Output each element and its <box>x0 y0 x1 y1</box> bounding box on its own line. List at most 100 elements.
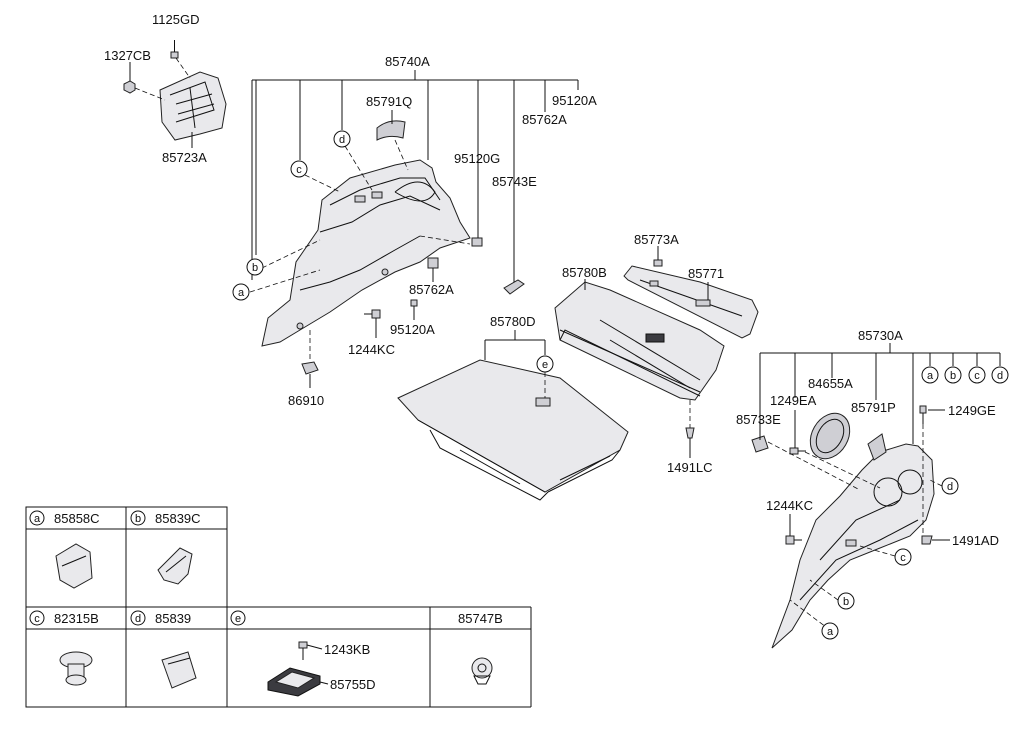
screw-1249GE <box>919 405 945 424</box>
callout-c-left-letter: c <box>296 164 302 176</box>
clip-85773A <box>653 246 663 267</box>
label-85730A: 85730A <box>858 328 903 343</box>
label-1327CB: 1327CB <box>104 48 151 63</box>
callout-c-right-top-letter: c <box>974 370 980 382</box>
callout-e-center-letter: e <box>542 359 548 371</box>
legend-cell-c: c 82315B <box>29 610 99 686</box>
clip-95120A-lower <box>410 299 418 307</box>
legend-b-clip <box>157 547 193 585</box>
label-1491LC: 1491LC <box>667 460 713 475</box>
legend-e-screw <box>298 641 308 649</box>
legend-cell-a: a 85858C <box>29 510 100 589</box>
legend-d-code: 85839 <box>155 611 191 626</box>
screw-1249EA <box>789 447 806 455</box>
callout-a-left-letter: a <box>238 287 245 299</box>
callout-c-left: c <box>290 160 308 178</box>
label-84655A: 84655A <box>808 376 853 391</box>
legend-b-letter: b <box>135 513 141 525</box>
legend-e-code2: 85755D <box>330 677 376 692</box>
bolt-1125GD <box>170 40 191 79</box>
callout-c-right-letter: c <box>900 552 906 564</box>
callout-a-right-top-letter: a <box>927 370 934 382</box>
label-85773A: 85773A <box>634 232 679 247</box>
callout-d-right: d <box>941 477 959 495</box>
callout-b-right-letter: b <box>843 596 849 608</box>
label-1244KC-left: 1244KC <box>348 342 395 357</box>
scuff-plate-85771 <box>623 265 759 339</box>
label-1491AD: 1491AD <box>952 533 999 548</box>
callout-a-right: a <box>821 622 839 640</box>
callout-d-left-letter: d <box>339 134 345 146</box>
luggage-board-85780B <box>554 281 725 401</box>
legend-cell-85747B: 85747B <box>458 611 503 685</box>
bolt-1244KC-right <box>785 514 802 545</box>
callout-d-left: d <box>333 130 351 148</box>
label-1244KC-right: 1244KC <box>766 498 813 513</box>
label-95120A-lower: 95120A <box>390 322 435 337</box>
side-trim-85740A <box>261 159 471 347</box>
hook-85791P <box>867 433 887 461</box>
label-85743E: 85743E <box>492 174 537 189</box>
label-85733E: 85733E <box>736 412 781 427</box>
legend-cell-e: e 1243KB 85755D <box>230 610 376 697</box>
legend-a-code: 85858C <box>54 511 100 526</box>
pad-85762A <box>427 257 439 269</box>
legend-f-grommet <box>471 657 493 679</box>
legend-b-code: 85839C <box>155 511 201 526</box>
legend-e-code1: 1243KB <box>324 642 370 657</box>
label-85791Q: 85791Q <box>366 94 412 109</box>
callout-c-right: c <box>894 548 912 566</box>
nut-1327CB <box>123 62 166 101</box>
label-85762A-top: 85762A <box>522 112 567 127</box>
cover-85743E <box>503 279 525 295</box>
legend-e-letter: e <box>235 613 241 625</box>
label-85780B: 85780B <box>562 265 607 280</box>
label-85791P: 85791P <box>851 400 896 415</box>
legend-cell-d: d 85839 <box>130 610 197 689</box>
label-85771: 85771 <box>688 266 724 281</box>
callout-a-left: a <box>232 283 250 301</box>
callout-b-right: b <box>837 592 855 610</box>
side-trim-85730A <box>771 443 935 649</box>
callout-d-right-top-letter: d <box>997 370 1003 382</box>
label-85780D: 85780D <box>490 314 536 329</box>
callout-e-center: e <box>536 355 554 373</box>
label-1249GE: 1249GE <box>948 403 996 418</box>
fastener-86910 <box>301 330 319 375</box>
callout-b-right-top-letter: b <box>950 370 956 382</box>
callout-d-right-top: d <box>991 366 1009 384</box>
label-1249EA: 1249EA <box>770 393 817 408</box>
label-85762A-lower: 85762A <box>409 282 454 297</box>
legend-a-letter: a <box>34 513 41 525</box>
callout-b-right-top: b <box>944 366 962 384</box>
label-85740A: 85740A <box>385 54 430 69</box>
clip-1491LC <box>685 400 695 458</box>
callout-a-right-letter: a <box>827 626 834 638</box>
callout-b-left-letter: b <box>252 262 258 274</box>
label-95120G: 95120G <box>454 151 500 166</box>
label-85723A: 85723A <box>162 150 207 165</box>
bracket-85723A <box>159 71 227 141</box>
label-95120A-top: 95120A <box>552 93 597 108</box>
callout-d-right-letter: d <box>947 481 953 493</box>
legend-f-code: 85747B <box>458 611 503 626</box>
legend-d-letter: d <box>135 613 141 625</box>
callout-a-right-top: a <box>921 366 939 384</box>
callout-c-right-top: c <box>968 366 986 384</box>
legend-a-clip <box>55 543 93 589</box>
label-86910: 86910 <box>288 393 324 408</box>
legend-c-code: 82315B <box>54 611 99 626</box>
bolt-1244KC-left <box>364 309 381 319</box>
legend-d-pad <box>161 651 197 689</box>
legend-cell-b: b 85839C <box>130 510 201 585</box>
nut-1491AD <box>921 535 950 545</box>
luggage-tray-85780D <box>397 359 629 501</box>
hook-85791Q <box>376 120 406 141</box>
label-1125GD: 1125GD <box>152 12 199 27</box>
clip-95120G <box>471 237 483 247</box>
legend-c-letter: c <box>34 613 40 625</box>
speaker-grille-84655A <box>809 412 851 460</box>
callout-b-left: b <box>246 258 264 276</box>
